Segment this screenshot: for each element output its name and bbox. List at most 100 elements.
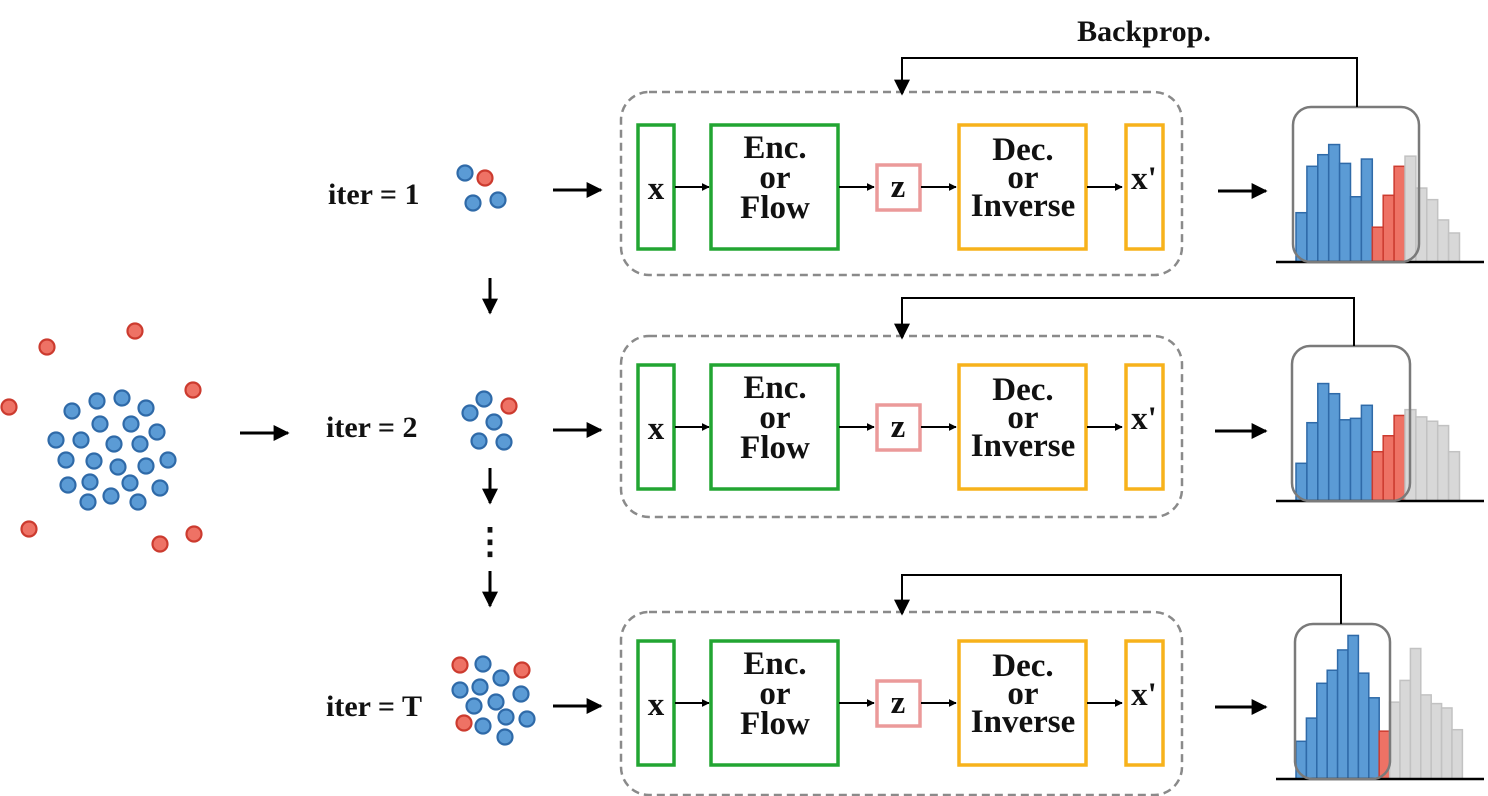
inlier-point	[91, 415, 109, 433]
outlier-point	[513, 661, 531, 679]
outlier-point	[184, 381, 202, 399]
inlier-point	[492, 669, 510, 687]
excluded-bar	[1430, 702, 1443, 780]
latent-box	[875, 163, 922, 212]
outlier-point	[451, 656, 469, 674]
outlier-bar	[1371, 226, 1384, 263]
iter-2-label: iter = 2	[326, 411, 418, 444]
iter-t-subset	[451, 655, 536, 746]
iter-2-subset	[461, 390, 518, 451]
inlier-point	[121, 474, 139, 492]
encoder-box	[709, 639, 840, 767]
inlier-point	[475, 390, 493, 408]
inlier-bar	[1306, 421, 1319, 502]
iter-ellipsis: ⋮	[472, 521, 508, 561]
excluded-bar	[1426, 198, 1439, 263]
outlier-bar	[1382, 194, 1395, 263]
encoder-box	[709, 363, 840, 491]
backprop-arrow	[894, 57, 1358, 107]
inlier-point	[456, 164, 474, 182]
inlier-point	[470, 432, 488, 450]
outlier-bar	[1378, 730, 1391, 780]
inlier-bar	[1326, 669, 1339, 780]
outlier-point	[126, 322, 144, 340]
inlier-point	[63, 402, 81, 420]
inlier-point	[148, 423, 166, 441]
inlier-point	[47, 431, 65, 449]
inlier-point	[461, 404, 479, 422]
decoder-box	[957, 639, 1088, 767]
output-box	[1124, 363, 1165, 491]
inlier-point	[85, 452, 103, 470]
inlier-point	[495, 433, 513, 451]
latent-label: z	[891, 169, 906, 205]
inlier-point	[159, 451, 177, 469]
inlier-bar	[1360, 404, 1374, 502]
backprop-arrow	[894, 574, 1342, 624]
outlier-bar	[1393, 414, 1406, 502]
inlier-point	[72, 431, 90, 449]
backprop-arrow	[894, 297, 1355, 346]
inlier-point	[489, 191, 507, 209]
inlier-point	[496, 728, 514, 746]
outlier-point	[20, 520, 38, 538]
inlier-point	[79, 493, 97, 511]
outlier-point	[185, 525, 203, 543]
inlier-bar	[1347, 634, 1360, 780]
inlier-point	[451, 681, 469, 699]
inlier-point	[474, 655, 492, 673]
input-label: x	[648, 687, 665, 723]
input-label: x	[648, 171, 665, 207]
inlier-bar	[1336, 649, 1349, 780]
input-label: x	[648, 411, 665, 447]
output-label: x'	[1131, 401, 1157, 437]
inlier-point	[131, 435, 149, 453]
inlier-point	[105, 435, 123, 453]
inlier-point	[81, 473, 99, 491]
inlier-bar	[1306, 165, 1319, 263]
excluded-bar	[1404, 155, 1417, 263]
excluded-bar	[1409, 647, 1422, 780]
outlier-bar	[1371, 450, 1384, 502]
inlier-point	[518, 710, 536, 728]
inlier-bar	[1349, 196, 1363, 263]
latent-box	[875, 679, 922, 728]
outlier-point	[455, 714, 473, 732]
outlier-point	[500, 397, 518, 415]
inlier-point	[102, 487, 120, 505]
inlier-point	[129, 493, 147, 511]
excluded-bar	[1447, 232, 1461, 263]
inlier-point	[471, 678, 489, 696]
inlier-bar	[1360, 158, 1374, 263]
score-histogram	[1276, 105, 1484, 264]
inlier-point	[512, 685, 530, 703]
excluded-bar	[1447, 450, 1461, 502]
score-histogram	[1276, 622, 1484, 781]
outlier-bar	[1382, 435, 1395, 502]
excluded-bar	[1440, 707, 1453, 780]
output-label: x'	[1131, 161, 1157, 197]
excluded-bar	[1415, 416, 1428, 502]
inlier-point	[497, 708, 515, 726]
output-box	[1124, 123, 1165, 251]
decoder-box	[957, 123, 1088, 251]
inlier-bar	[1349, 417, 1363, 502]
latent-label: z	[891, 409, 906, 445]
encoder-box	[709, 123, 840, 251]
excluded-bar	[1436, 219, 1450, 263]
inlier-point	[464, 194, 482, 212]
inlier-bar	[1338, 162, 1352, 263]
inlier-bar	[1317, 153, 1330, 263]
output-label: x'	[1131, 677, 1157, 713]
full-dataset-scatter	[0, 322, 203, 553]
inlier-bar	[1357, 672, 1370, 780]
inlier-point	[88, 392, 106, 410]
inlier-point	[109, 458, 127, 476]
selected-samples-box	[1290, 344, 1412, 503]
outlier-point	[151, 535, 169, 553]
inlier-bar	[1305, 717, 1318, 780]
